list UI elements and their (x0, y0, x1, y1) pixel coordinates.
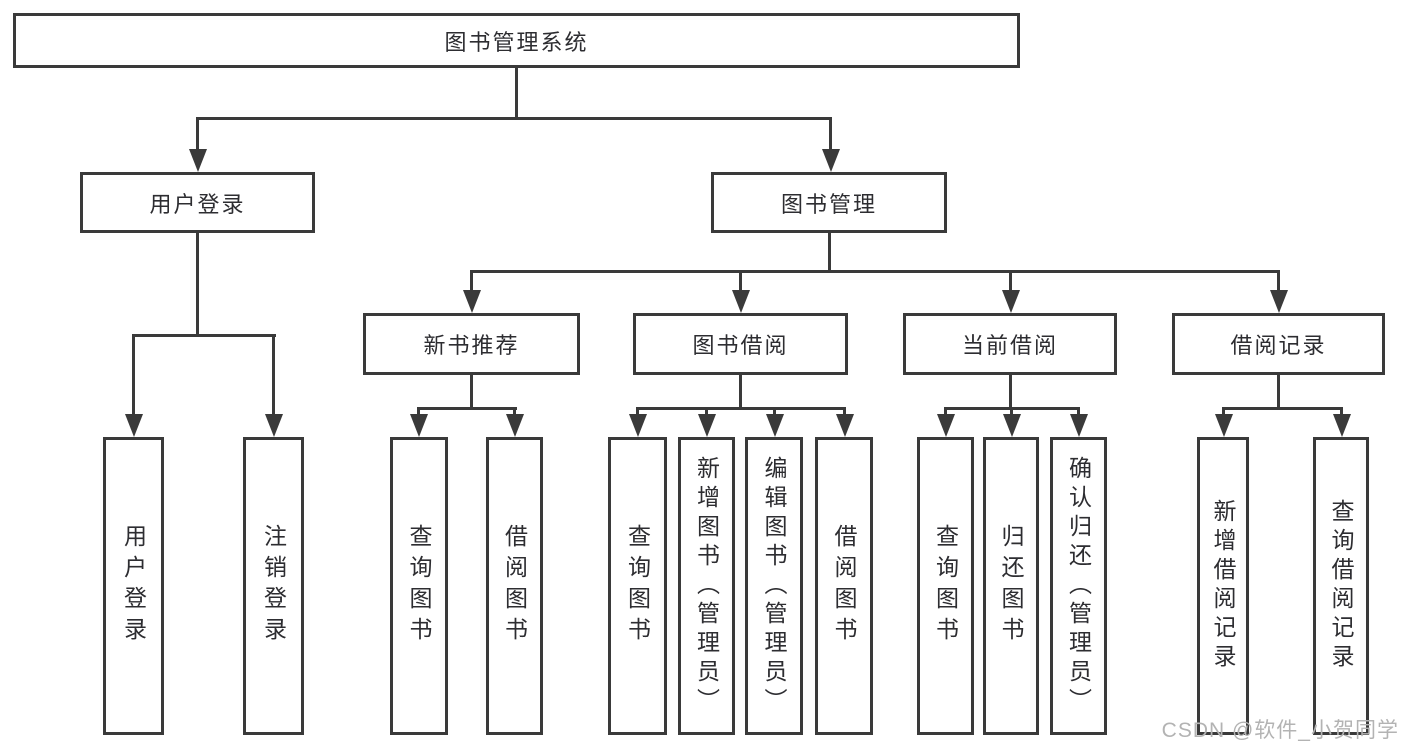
arrow-into-book-management-module (829, 117, 832, 149)
arrow-into-query-books-3 (944, 407, 947, 414)
node-query-books-3: 查询图书 (917, 437, 974, 735)
node-return-books: 归还图书 (983, 437, 1039, 735)
node-query-books-2: 查询图书 (608, 437, 667, 735)
node-query-borrow-record: 查询借阅记录 (1313, 437, 1369, 735)
arrow-into-query-borrow-record (1340, 407, 1343, 414)
connector-user-login-down (196, 230, 199, 337)
arrow-into-user-login-module (196, 117, 199, 149)
arrow-into-borrow-books-1 (513, 407, 516, 414)
arrow-into-edit-books-admin (773, 407, 776, 414)
node-edit-books-admin: 编辑图书（管理员） (745, 437, 803, 735)
connector-borrowing-records-bus (1222, 407, 1342, 410)
connector-new-book-recommendation-down (470, 373, 473, 410)
arrow-into-confirm-return-admin (1077, 407, 1080, 414)
arrow-into-borrowing-records (1277, 270, 1280, 290)
node-library-management-system: 图书管理系统 (13, 13, 1020, 68)
node-add-books-admin: 新增图书（管理员） (678, 437, 735, 735)
connector-current-borrowing-down (1009, 373, 1012, 410)
connector-borrowing-records-down (1277, 373, 1280, 410)
node-user-login-module: 用户登录 (80, 172, 315, 233)
arrow-into-return-books (1010, 407, 1013, 414)
connector-root-down (515, 66, 518, 120)
connector-level3-bus (470, 270, 1280, 273)
connector-book-borrowing-bus (636, 407, 845, 410)
connector-level2-bus (196, 117, 832, 120)
node-logout-login: 注销登录 (243, 437, 304, 735)
node-borrowing-records: 借阅记录 (1172, 313, 1385, 375)
connector-new-book-recommendation-bus (417, 407, 517, 410)
node-borrow-books-2: 借阅图书 (815, 437, 873, 735)
node-borrow-books-1: 借阅图书 (486, 437, 543, 735)
node-new-book-recommendation: 新书推荐 (363, 313, 580, 375)
node-confirm-return-admin: 确认归还（管理员） (1050, 437, 1107, 735)
node-query-books-1: 查询图书 (390, 437, 448, 735)
arrow-into-new-book-recommendation (470, 270, 473, 290)
node-book-borrowing: 图书借阅 (633, 313, 848, 375)
arrow-into-borrow-books-2 (843, 407, 846, 414)
arrow-into-query-books-2 (636, 407, 639, 414)
node-add-borrow-record: 新增借阅记录 (1197, 437, 1249, 735)
csdn-watermark: CSDN @软件_小贺同学 (1161, 719, 1399, 742)
connector-book-management-down (828, 230, 831, 273)
connector-book-borrowing-down (739, 373, 742, 410)
node-user-login: 用户登录 (103, 437, 164, 735)
node-book-management-module: 图书管理 (711, 172, 947, 233)
arrow-into-book-borrowing (739, 270, 742, 290)
node-current-borrowing: 当前借阅 (903, 313, 1117, 375)
arrow-into-user-login-leaf (132, 334, 135, 414)
arrow-into-add-borrow-record (1222, 407, 1225, 414)
arrow-into-logout-leaf (272, 334, 275, 414)
arrow-into-add-books-admin (705, 407, 708, 414)
connector-user-login-bus (132, 334, 276, 337)
arrow-into-current-borrowing (1009, 270, 1012, 290)
arrow-into-query-books-1 (417, 407, 420, 414)
